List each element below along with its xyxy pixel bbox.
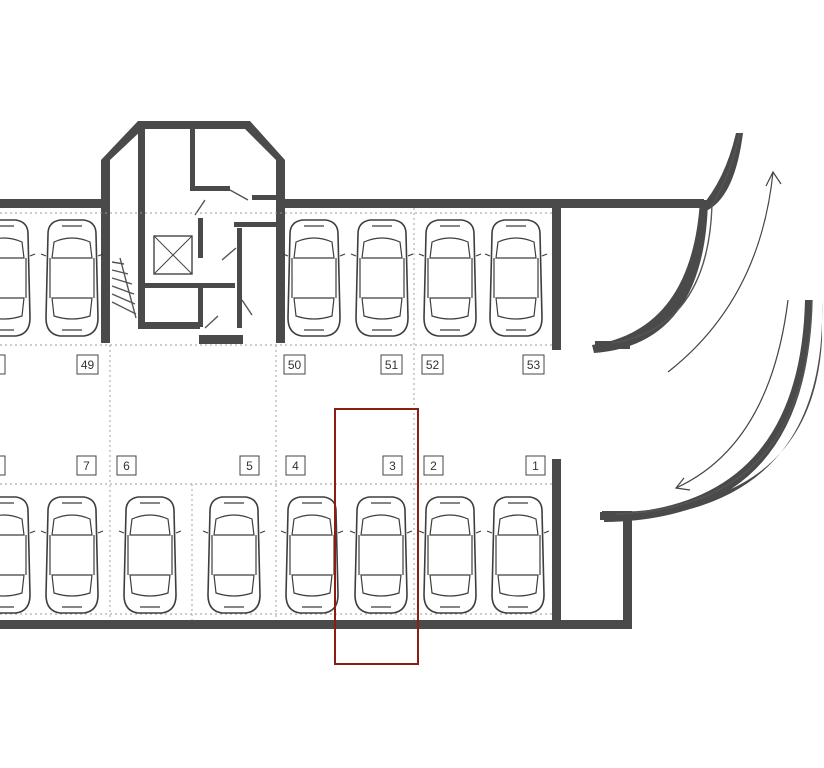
car-icon: [418, 219, 482, 337]
svg-text:49: 49: [81, 358, 95, 372]
car-icon: [40, 219, 104, 337]
ramp-curves: [611, 132, 813, 515]
svg-text:7: 7: [83, 459, 90, 473]
svg-text:53: 53: [527, 358, 541, 372]
car-icon: [0, 496, 36, 614]
space-label-51[interactable]: 51: [380, 354, 403, 375]
car-icon: [202, 496, 266, 614]
space-label-1[interactable]: 1: [525, 455, 546, 476]
door-swings: [194, 189, 253, 329]
svg-text:52: 52: [426, 358, 440, 372]
building-walls: [0, 121, 823, 629]
parking-grid: [0, 208, 552, 620]
space-label-2[interactable]: 2: [423, 455, 444, 476]
ramp-arrow-icon: [667, 170, 789, 491]
car-icon: [486, 496, 550, 614]
svg-text:1: 1: [532, 459, 539, 473]
svg-text:50: 50: [288, 358, 302, 372]
space-label-4[interactable]: 4: [285, 455, 306, 476]
space-label-49[interactable]: 49: [76, 354, 99, 375]
car-icon: [40, 496, 104, 614]
staircase-icon: [111, 257, 137, 319]
svg-text:51: 51: [385, 358, 399, 372]
space-label-52[interactable]: 52: [421, 354, 444, 375]
car-icon: [280, 496, 344, 614]
svg-text:2: 2: [430, 459, 437, 473]
svg-text:4: 4: [292, 459, 299, 473]
car-icon: [0, 219, 36, 337]
cars-top-row: [0, 219, 548, 337]
elevator-icon: [153, 235, 193, 275]
car-icon: [349, 496, 413, 614]
car-icon: [118, 496, 182, 614]
space-label-50[interactable]: 50: [283, 354, 306, 375]
car-icon: [350, 219, 414, 337]
space-label-7[interactable]: 7: [76, 455, 97, 476]
car-icon: [282, 219, 346, 337]
space-label-5[interactable]: 5: [239, 455, 260, 476]
svg-text:6: 6: [123, 459, 130, 473]
highlighted-space-outline[interactable]: [334, 408, 419, 665]
cars-bottom-row: [0, 496, 550, 614]
space-label-6[interactable]: 6: [116, 455, 137, 476]
space-label-3[interactable]: 3: [382, 455, 403, 476]
car-icon: [484, 219, 548, 337]
svg-text:5: 5: [246, 459, 253, 473]
bottom-space-labels: 7 6 5 4 3 2 1: [76, 455, 546, 476]
svg-text:3: 3: [389, 459, 396, 473]
top-space-labels: 49 50 51 52 53: [76, 354, 545, 375]
space-label-53[interactable]: 53: [522, 354, 545, 375]
car-icon: [418, 496, 482, 614]
